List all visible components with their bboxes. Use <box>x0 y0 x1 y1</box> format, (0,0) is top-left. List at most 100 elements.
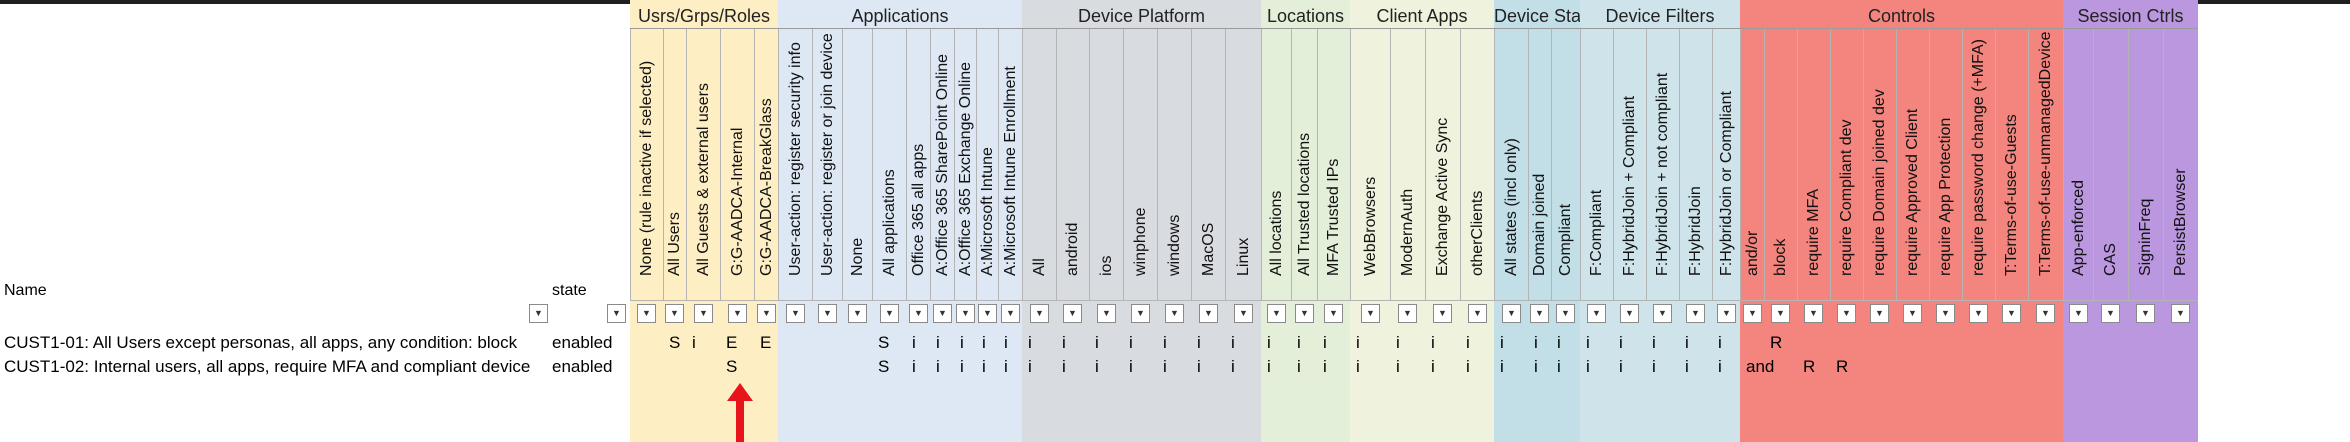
column-header: A:Office 365 SharePoint Online <box>930 29 954 301</box>
filter-dropdown-icon[interactable]: ▼ <box>909 304 928 323</box>
filter-dropdown-icon[interactable]: ▼ <box>1063 304 1082 323</box>
column-header-label: All applications <box>880 169 898 276</box>
filter-dropdown-icon[interactable]: ▼ <box>1001 304 1020 323</box>
filter-dropdown-icon[interactable]: ▼ <box>2136 304 2155 323</box>
column-header: None <box>842 29 872 301</box>
cell-value: i <box>1534 333 1538 352</box>
cell-value: i <box>1062 357 1066 376</box>
column-header: and/or <box>1740 29 1764 301</box>
column-header: G:G-AADCA-BreakGlass <box>754 29 778 301</box>
filter-dropdown-icon-name[interactable]: ▼ <box>529 304 548 323</box>
filter-dropdown-icon[interactable]: ▼ <box>1468 304 1487 323</box>
filter-dropdown-icon[interactable]: ▼ <box>1361 304 1380 323</box>
filter-dropdown-icon[interactable]: ▼ <box>1324 304 1343 323</box>
filter-dropdown-icon[interactable]: ▼ <box>1804 304 1823 323</box>
filter-dropdown-icon[interactable]: ▼ <box>1903 304 1922 323</box>
column-header: Exchange Active Sync <box>1425 29 1460 301</box>
filter-dropdown-icon[interactable]: ▼ <box>1165 304 1184 323</box>
filter-dropdown-icon[interactable]: ▼ <box>818 304 837 323</box>
filter-dropdown-icon[interactable]: ▼ <box>728 304 747 323</box>
filter-dropdown-icon[interactable]: ▼ <box>2171 304 2190 323</box>
filter-dropdown-icon[interactable]: ▼ <box>1530 304 1549 323</box>
column-header-label: User-action: register security info <box>786 42 804 276</box>
filter-dropdown-icon[interactable]: ▼ <box>1398 304 1417 323</box>
cell-value: i <box>1652 333 1656 352</box>
cell-value: i <box>1197 357 1201 376</box>
filter-dropdown-icon[interactable]: ▼ <box>2069 304 2088 323</box>
column-header: otherClients <box>1460 29 1494 301</box>
column-header-label: MacOS <box>1199 222 1217 276</box>
column-header: Office 365 all apps <box>906 29 930 301</box>
filter-dropdown-icon[interactable]: ▼ <box>1620 304 1639 323</box>
column-header: User-action: register security info <box>778 29 812 301</box>
filter-dropdown-icon-state[interactable]: ▼ <box>607 304 626 323</box>
filter-dropdown-icon[interactable]: ▼ <box>786 304 805 323</box>
filter-dropdown-icon[interactable]: ▼ <box>848 304 867 323</box>
filter-dropdown-icon[interactable]: ▼ <box>880 304 899 323</box>
column-header: require Approved Client <box>1896 29 1929 301</box>
filter-dropdown-icon[interactable]: ▼ <box>1295 304 1314 323</box>
filter-dropdown-icon[interactable]: ▼ <box>1556 304 1575 323</box>
filter-dropdown-icon[interactable]: ▼ <box>1131 304 1150 323</box>
column-header-label: T:Terms-of-use-unmanagedDevice <box>2037 31 2054 276</box>
cell-value: i <box>1619 333 1623 352</box>
column-header: ios <box>1089 29 1123 301</box>
filter-dropdown-icon[interactable]: ▼ <box>2101 304 2120 323</box>
filter-dropdown-icon[interactable]: ▼ <box>933 304 952 323</box>
column-header-label: Office 365 all apps <box>909 143 927 276</box>
column-header-label: CAS <box>2102 243 2119 276</box>
column-header: require Compliant dev <box>1830 29 1863 301</box>
policy-state: enabled <box>552 357 613 376</box>
cell-value: i <box>1231 333 1235 352</box>
column-header: WebBrowsers <box>1350 29 1390 301</box>
filter-dropdown-icon[interactable]: ▼ <box>1743 304 1762 323</box>
column-header-label: ModernAuth <box>1399 188 1416 276</box>
filter-dropdown-icon[interactable]: ▼ <box>1653 304 1672 323</box>
filter-dropdown-icon[interactable]: ▼ <box>1199 304 1218 323</box>
filter-dropdown-icon[interactable]: ▼ <box>1969 304 1988 323</box>
filter-dropdown-icon[interactable]: ▼ <box>757 304 776 323</box>
cell-value: i <box>1004 333 1008 352</box>
column-header: A:Microsoft Intune <box>976 29 998 301</box>
filter-dropdown-icon[interactable]: ▼ <box>1870 304 1889 323</box>
cell-value: i <box>1267 357 1271 376</box>
column-band-controls <box>1740 0 2063 442</box>
filter-dropdown-icon[interactable]: ▼ <box>978 304 997 323</box>
filter-dropdown-icon[interactable]: ▼ <box>1030 304 1049 323</box>
filter-dropdown-icon[interactable]: ▼ <box>1433 304 1452 323</box>
cell-value: i <box>1396 333 1400 352</box>
filter-dropdown-icon[interactable]: ▼ <box>1936 304 1955 323</box>
filter-dropdown-icon[interactable]: ▼ <box>1234 304 1253 323</box>
cell-value: i <box>1129 333 1133 352</box>
column-band-devstate <box>1494 0 1580 442</box>
cell-value: i <box>1095 357 1099 376</box>
column-header-label: Exchange Active Sync <box>1434 117 1451 276</box>
filter-dropdown-icon[interactable]: ▼ <box>1771 304 1790 323</box>
filter-dropdown-icon[interactable]: ▼ <box>1267 304 1286 323</box>
filter-dropdown-icon[interactable]: ▼ <box>1717 304 1736 323</box>
filter-dropdown-icon[interactable]: ▼ <box>1587 304 1606 323</box>
cell-value: i <box>1466 357 1470 376</box>
filter-dropdown-icon[interactable]: ▼ <box>1837 304 1856 323</box>
column-header: A:Office 365 Exchange Online <box>954 29 976 301</box>
filter-dropdown-icon[interactable]: ▼ <box>1502 304 1521 323</box>
column-header: require App Protection <box>1929 29 1962 301</box>
cell-value: and <box>1746 357 1775 376</box>
policy-state: enabled <box>552 333 613 352</box>
filter-dropdown-icon[interactable]: ▼ <box>637 304 656 323</box>
filter-dropdown-icon[interactable]: ▼ <box>694 304 713 323</box>
filter-dropdown-icon[interactable]: ▼ <box>1686 304 1705 323</box>
column-header-label: require Domain joined dev <box>1871 89 1888 276</box>
column-header-label: require Approved Client <box>1904 108 1921 276</box>
filter-dropdown-icon[interactable]: ▼ <box>2002 304 2021 323</box>
column-header-label: F:HybridJoin <box>1687 186 1704 276</box>
group-header-users: Usrs/Grps/Roles <box>630 4 778 29</box>
column-header-label: All Guests & external users <box>694 83 712 276</box>
filter-dropdown-icon[interactable]: ▼ <box>956 304 975 323</box>
cell-value: R <box>1770 333 1783 352</box>
column-header: F:Compliant <box>1580 29 1613 301</box>
filter-dropdown-icon[interactable]: ▼ <box>2036 304 2055 323</box>
cell-value: i <box>1619 357 1623 376</box>
filter-dropdown-icon[interactable]: ▼ <box>665 304 684 323</box>
filter-dropdown-icon[interactable]: ▼ <box>1097 304 1116 323</box>
